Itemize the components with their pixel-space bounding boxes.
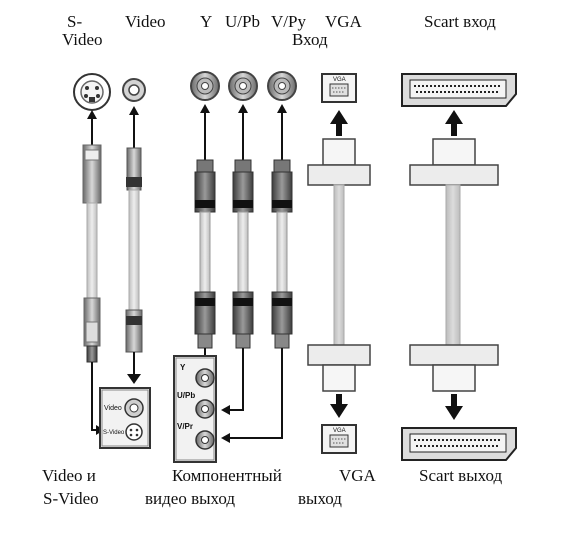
label-video-svideo-out-2: S-Video — [43, 489, 99, 508]
label-video-in: Video — [125, 12, 166, 31]
label-vpy-in: V/Py — [271, 12, 306, 31]
label-upb-in: U/Pb — [225, 12, 260, 31]
component-vpy-cable — [221, 104, 293, 443]
port-label-upb: U/Pb — [177, 391, 196, 400]
video-cable — [125, 106, 143, 384]
label-svideo-in-2: Video — [62, 30, 103, 49]
scart-cable — [409, 110, 499, 420]
label-video-svideo-out-1: Video и — [42, 466, 96, 485]
vga-output-port — [321, 424, 357, 454]
port-label-vga-in: VGA — [333, 77, 346, 83]
component-y-cable — [194, 104, 216, 367]
label-component-out-2: видео выход — [145, 489, 236, 508]
component-y-input-port — [190, 71, 220, 101]
component-upb-input-port — [228, 71, 258, 101]
port-label-svideo: S-Video — [103, 430, 125, 436]
video-svideo-output-panel — [99, 387, 151, 449]
label-svideo-in-1: S- — [67, 12, 83, 31]
component-upb-cable — [221, 104, 254, 415]
label-vga-out-1: VGA — [339, 466, 376, 485]
vga-input-port — [321, 73, 357, 103]
port-label-video: Video — [104, 405, 122, 412]
port-label-y: Y — [180, 363, 186, 372]
label-scart-in: Scart вход — [424, 12, 496, 31]
component-output-panel — [173, 355, 217, 463]
scart-input-port — [401, 73, 517, 107]
component-vpy-input-port — [267, 71, 297, 101]
label-vga-in-1: VGA — [325, 12, 362, 31]
svideo-input-port — [73, 73, 111, 111]
svideo-cable — [82, 110, 104, 435]
label-component-out-1: Компонентный — [172, 466, 282, 485]
port-label-vpr: V/Pr — [177, 422, 194, 431]
label-vga-in-2: Вход — [292, 30, 328, 49]
label-vga-out-2: выход — [298, 489, 342, 508]
vga-cable — [307, 110, 371, 418]
label-scart-out: Scart выход — [419, 466, 503, 485]
video-input-port — [122, 78, 146, 102]
label-y-in: Y — [200, 12, 213, 31]
port-label-vga-out: VGA — [333, 428, 346, 434]
scart-output-port — [401, 427, 517, 461]
